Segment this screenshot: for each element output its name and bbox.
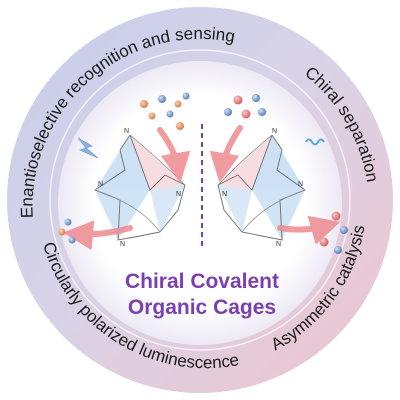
guest-molecules-right-top	[224, 94, 266, 119]
guest-molecules-left-bottom	[58, 218, 76, 244]
center-title-line-1: Chiral Covalent	[125, 270, 279, 293]
guest-molecule	[68, 236, 76, 244]
guest-molecule	[176, 122, 184, 130]
guest-molecule	[252, 94, 260, 102]
center-title-line-2: Organic Cages	[128, 296, 276, 319]
left-cage	[63, 127, 191, 251]
guest-molecule	[331, 211, 341, 221]
atom-label: N	[222, 191, 227, 198]
guest-molecule	[140, 100, 148, 108]
atom-label: N	[124, 128, 129, 135]
lightning-icon	[77, 137, 99, 159]
atom-label: N	[298, 181, 303, 188]
guest-molecule	[174, 100, 182, 108]
right-cage-face-lower	[218, 185, 252, 232]
guest-molecule	[166, 110, 174, 118]
inner-disc	[58, 61, 342, 345]
guest-molecule	[182, 92, 190, 100]
right-cage-face-bottom	[252, 190, 305, 240]
guest-molecule	[58, 228, 66, 236]
left-cage-face-lower	[150, 185, 185, 232]
guest-molecule	[258, 108, 266, 116]
atom-label: N	[98, 181, 103, 188]
guest-molecule	[241, 109, 251, 119]
right-arrow-bottom	[277, 215, 341, 245]
guest-molecule	[64, 218, 72, 226]
right-cage	[209, 125, 341, 245]
guest-molecule	[148, 112, 156, 120]
guest-molecule	[334, 246, 342, 254]
wave-icon	[305, 138, 325, 146]
right-arrow-top	[209, 125, 243, 183]
left-arrow-bottom	[63, 220, 133, 251]
atom-label: N	[272, 128, 277, 135]
guest-molecule	[158, 95, 166, 103]
left-cage-face-top	[95, 135, 150, 190]
left-cage-face-bottom	[95, 190, 150, 240]
guest-molecule	[340, 226, 348, 234]
atom-label: N	[176, 191, 181, 198]
left-arrow-top	[157, 127, 191, 183]
atom-label: N	[120, 241, 125, 248]
guest-molecules-right-bottom	[319, 211, 348, 254]
guest-molecule	[319, 237, 329, 247]
ring-divider-line	[49, 49, 351, 351]
guest-molecule	[224, 108, 232, 116]
atom-label: N	[276, 241, 281, 248]
guest-molecule	[233, 95, 243, 105]
guest-molecules-left-top	[140, 92, 190, 130]
